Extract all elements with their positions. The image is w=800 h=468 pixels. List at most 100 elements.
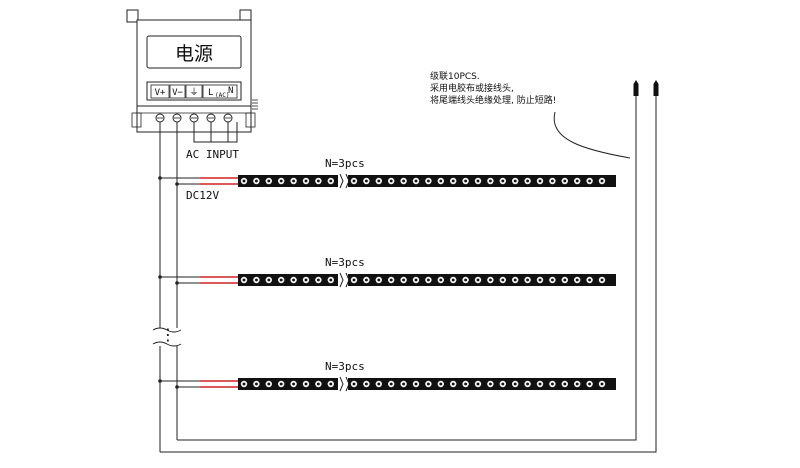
- led-dot: [538, 278, 542, 282]
- terminal-ac-label: (AC): [215, 92, 229, 99]
- led-dot: [414, 179, 418, 183]
- led-dot: [575, 179, 579, 183]
- led-dot: [279, 278, 283, 282]
- led-dot: [451, 179, 455, 183]
- display-window: [146, 35, 242, 69]
- led-dot: [292, 382, 295, 386]
- bus-break-marks: [152, 327, 182, 347]
- led-dot: [317, 382, 320, 386]
- led-dot: [513, 179, 517, 183]
- strip-count-label: N=3pcs: [325, 360, 365, 373]
- junction-dot: [158, 379, 162, 383]
- led-dot: [513, 382, 517, 386]
- led-dot: [501, 179, 505, 183]
- power-supply: 电源 V+ V− ⏚ L (AC) N: [126, 9, 258, 133]
- led-dot: [389, 179, 393, 183]
- note-line-2: 采用电胶布或接线头,: [430, 82, 514, 94]
- terminal-labels: V+ V− ⏚ L (AC) N: [150, 84, 238, 99]
- note: 级联10PCS. 采用电胶布或接线头, 将尾端线头绝缘处理, 防止短路!: [430, 70, 631, 159]
- led-dot: [464, 382, 467, 386]
- led-dot: [402, 179, 405, 183]
- led-dot: [588, 382, 591, 386]
- led-dot: [526, 278, 529, 282]
- led-dot: [600, 382, 604, 386]
- led-dot: [242, 278, 246, 282]
- strip-segment: [238, 274, 338, 286]
- led-dot: [279, 382, 283, 386]
- terminal-l-label: L: [208, 88, 213, 98]
- led-dot: [352, 382, 356, 386]
- led-dot: [377, 382, 381, 386]
- strip-segment: [238, 175, 338, 187]
- ac-input-label: AC INPUT: [186, 148, 239, 161]
- led-dot: [451, 382, 455, 386]
- led-dot: [255, 278, 258, 282]
- led-dot: [377, 278, 381, 282]
- led-dot: [389, 382, 393, 386]
- led-dot: [389, 278, 393, 282]
- led-dot: [267, 179, 271, 183]
- led-dot: [317, 278, 320, 282]
- junction-dot: [175, 385, 179, 389]
- ac-input-wires: [193, 122, 238, 143]
- terminal-vminus-label: V−: [172, 88, 183, 98]
- led-dot: [464, 179, 467, 183]
- led-dot: [489, 278, 492, 282]
- junction-dot: [175, 182, 179, 186]
- led-dot: [476, 382, 480, 386]
- led-dot: [563, 278, 567, 282]
- led-dot: [377, 179, 381, 183]
- led-strip-row-2: N=3pcs: [158, 256, 616, 288]
- led-dot: [464, 278, 467, 282]
- power-supply-label: 电源: [175, 43, 213, 65]
- led-dot: [501, 382, 505, 386]
- led-dot: [402, 382, 405, 386]
- led-dot: [242, 179, 246, 183]
- led-dot: [304, 382, 308, 386]
- strip-break-mark: [339, 173, 350, 189]
- junction-dot: [158, 176, 162, 180]
- led-dot: [489, 179, 492, 183]
- led-dot: [267, 382, 271, 386]
- led-dot: [439, 278, 443, 282]
- tail-connector-left: [633, 80, 639, 96]
- led-strip-row-3: N=3pcs: [158, 360, 616, 392]
- led-dot: [563, 179, 567, 183]
- led-dot: [414, 278, 418, 282]
- note-line-1: 级联10PCS.: [430, 70, 480, 82]
- led-dot: [427, 382, 430, 386]
- ellipsis-more-rows: ⋮: [160, 325, 176, 344]
- dc-bus: [159, 96, 657, 453]
- led-dot: [526, 179, 529, 183]
- terminal-vplus-label: V+: [155, 88, 166, 98]
- strip-count-label: N=3pcs: [325, 157, 365, 170]
- led-dot: [352, 179, 356, 183]
- led-dot: [427, 278, 430, 282]
- led-dot: [439, 382, 443, 386]
- led-dot: [551, 179, 554, 183]
- led-dot: [600, 179, 604, 183]
- led-dot: [279, 179, 283, 183]
- led-dot: [317, 179, 320, 183]
- led-dot: [588, 179, 591, 183]
- led-dot: [304, 278, 308, 282]
- led-dot: [489, 382, 492, 386]
- led-dot: [501, 278, 505, 282]
- led-dot: [600, 278, 604, 282]
- junction-dot: [175, 281, 179, 285]
- led-dot: [563, 382, 567, 386]
- led-dot: [427, 179, 430, 183]
- led-dot: [365, 278, 368, 282]
- led-dot: [551, 382, 554, 386]
- led-dot: [255, 179, 258, 183]
- led-dot: [439, 179, 443, 183]
- led-dot: [476, 179, 480, 183]
- led-dot: [538, 382, 542, 386]
- strip-break-mark: [339, 272, 350, 288]
- strip-count-label: N=3pcs: [325, 256, 365, 269]
- led-dot: [329, 179, 333, 183]
- terminal-n-label: N: [228, 86, 233, 96]
- led-dot: [476, 278, 480, 282]
